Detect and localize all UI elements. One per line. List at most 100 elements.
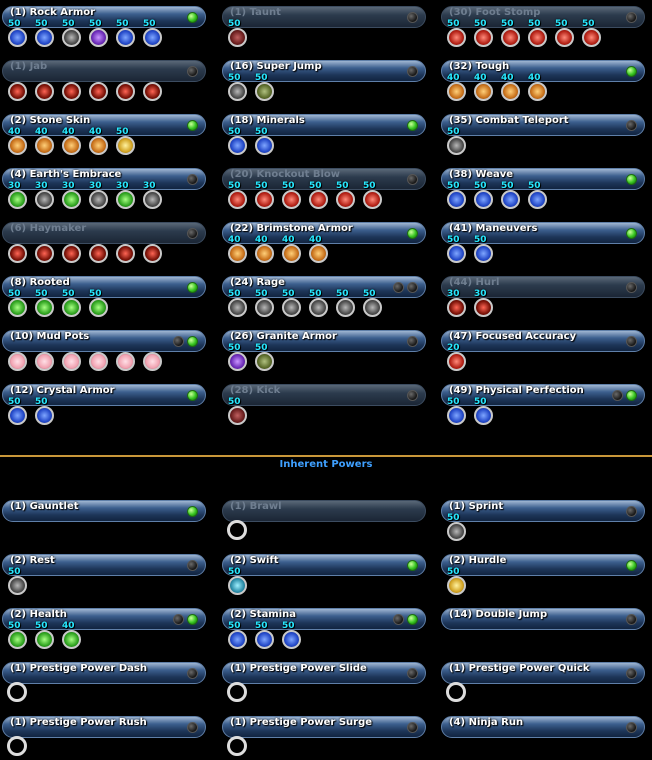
enhancement-slot[interactable]: 30 <box>87 181 111 210</box>
enhancement-icon[interactable] <box>35 406 54 425</box>
toggle-off-indicator[interactable] <box>626 120 637 131</box>
enhancement-icon[interactable] <box>143 190 162 209</box>
enhancement-icon[interactable] <box>309 190 328 209</box>
enhancement-icon[interactable] <box>255 630 274 649</box>
enhancement-slot[interactable]: 50 <box>253 343 277 372</box>
enhancement-icon[interactable] <box>255 190 274 209</box>
power-bar[interactable] <box>222 168 426 190</box>
enhancement-slot[interactable] <box>6 676 30 704</box>
toggle-off-indicator[interactable] <box>612 390 623 401</box>
enhancement-slot[interactable]: 40 <box>526 73 550 102</box>
toggle-off-indicator[interactable] <box>187 174 198 185</box>
power-prestige-dash[interactable]: (1) Prestige Power Dash <box>2 656 206 706</box>
enhancement-icon[interactable] <box>35 630 54 649</box>
enhancement-slot[interactable] <box>114 74 138 102</box>
enhancement-slot[interactable]: 40 <box>499 73 523 102</box>
enhancement-icon[interactable] <box>228 406 247 425</box>
power-ninja-run[interactable]: (4) Ninja Run <box>441 710 645 760</box>
enhancement-icon[interactable] <box>8 82 27 101</box>
enhancement-icon[interactable] <box>35 28 54 47</box>
power-bar[interactable] <box>222 114 426 136</box>
enhancement-icon[interactable] <box>62 136 81 155</box>
enhancement-slot[interactable] <box>141 74 165 102</box>
enhancement-slot[interactable] <box>6 74 30 102</box>
power-bar[interactable] <box>2 168 206 190</box>
power-bar[interactable] <box>2 608 206 630</box>
toggle-off-indicator[interactable] <box>173 614 184 625</box>
toggle-off-indicator[interactable] <box>407 390 418 401</box>
enhancement-slot[interactable] <box>6 730 30 758</box>
enhancement-slot[interactable]: 40 <box>226 235 250 264</box>
toggle-off-indicator[interactable] <box>187 228 198 239</box>
enhancement-slot[interactable]: 50 <box>280 289 304 318</box>
enhancement-icon[interactable] <box>89 352 108 371</box>
toggle-on-indicator[interactable] <box>187 12 198 23</box>
toggle-on-indicator[interactable] <box>187 506 198 517</box>
enhancement-icon[interactable] <box>528 190 547 209</box>
enhancement-icon[interactable] <box>447 522 466 541</box>
enhancement-icon[interactable] <box>474 244 493 263</box>
toggle-on-indicator[interactable] <box>187 390 198 401</box>
enhancement-icon[interactable] <box>474 298 493 317</box>
enhancement-slot[interactable]: 30 <box>141 181 165 210</box>
enhancement-slot[interactable] <box>60 236 84 264</box>
toggle-off-indicator[interactable] <box>626 12 637 23</box>
enhancement-slot[interactable] <box>114 236 138 264</box>
enhancement-slot[interactable]: 50 <box>280 621 304 650</box>
enhancement-slot[interactable]: 50 <box>33 289 57 318</box>
enhancement-slot[interactable]: 50 <box>253 289 277 318</box>
enhancement-icon[interactable] <box>447 352 466 371</box>
power-bar[interactable] <box>2 60 206 82</box>
enhancement-slot[interactable]: 50 <box>580 19 604 48</box>
enhancement-icon[interactable] <box>255 244 274 263</box>
power-bar[interactable] <box>441 384 645 406</box>
enhancement-icon[interactable] <box>528 82 547 101</box>
enhancement-slot[interactable]: 50 <box>526 181 550 210</box>
enhancement-icon[interactable] <box>228 190 247 209</box>
enhancement-slot[interactable]: 40 <box>445 73 469 102</box>
power-prestige-surge[interactable]: (1) Prestige Power Surge <box>222 710 426 760</box>
power-bar[interactable] <box>2 384 206 406</box>
toggle-on-indicator[interactable] <box>187 120 198 131</box>
enhancement-icon[interactable] <box>89 82 108 101</box>
toggle-off-indicator[interactable] <box>187 668 198 679</box>
enhancement-icon[interactable] <box>474 406 493 425</box>
enhancement-slot[interactable]: 50 <box>226 127 250 156</box>
toggle-on-indicator[interactable] <box>407 228 418 239</box>
toggle-off-indicator[interactable] <box>393 614 404 625</box>
enhancement-icon[interactable] <box>8 190 27 209</box>
enhancement-icon[interactable] <box>447 244 466 263</box>
enhancement-icon[interactable] <box>8 298 27 317</box>
enhancement-icon[interactable] <box>143 82 162 101</box>
enhancement-slot[interactable]: 50 <box>472 19 496 48</box>
enhancement-slot[interactable]: 50 <box>114 19 138 48</box>
empty-slot-icon[interactable] <box>227 736 247 756</box>
power-bar[interactable] <box>441 222 645 244</box>
enhancement-icon[interactable] <box>363 298 382 317</box>
toggle-on-indicator[interactable] <box>407 614 418 625</box>
enhancement-slot[interactable] <box>226 730 250 758</box>
enhancement-slot[interactable]: 50 <box>226 181 250 210</box>
enhancement-icon[interactable] <box>89 28 108 47</box>
toggle-on-indicator[interactable] <box>626 228 637 239</box>
enhancement-slot[interactable]: 50 <box>226 567 250 596</box>
enhancement-icon[interactable] <box>474 82 493 101</box>
toggle-on-indicator[interactable] <box>187 282 198 293</box>
enhancement-slot[interactable]: 50 <box>226 343 250 372</box>
toggle-off-indicator[interactable] <box>407 336 418 347</box>
power-bar[interactable] <box>222 276 426 298</box>
enhancement-icon[interactable] <box>447 28 466 47</box>
toggle-off-indicator[interactable] <box>626 722 637 733</box>
enhancement-slot[interactable]: 40 <box>33 127 57 156</box>
enhancement-icon[interactable] <box>309 298 328 317</box>
enhancement-icon[interactable] <box>282 298 301 317</box>
power-bar[interactable] <box>441 662 645 684</box>
